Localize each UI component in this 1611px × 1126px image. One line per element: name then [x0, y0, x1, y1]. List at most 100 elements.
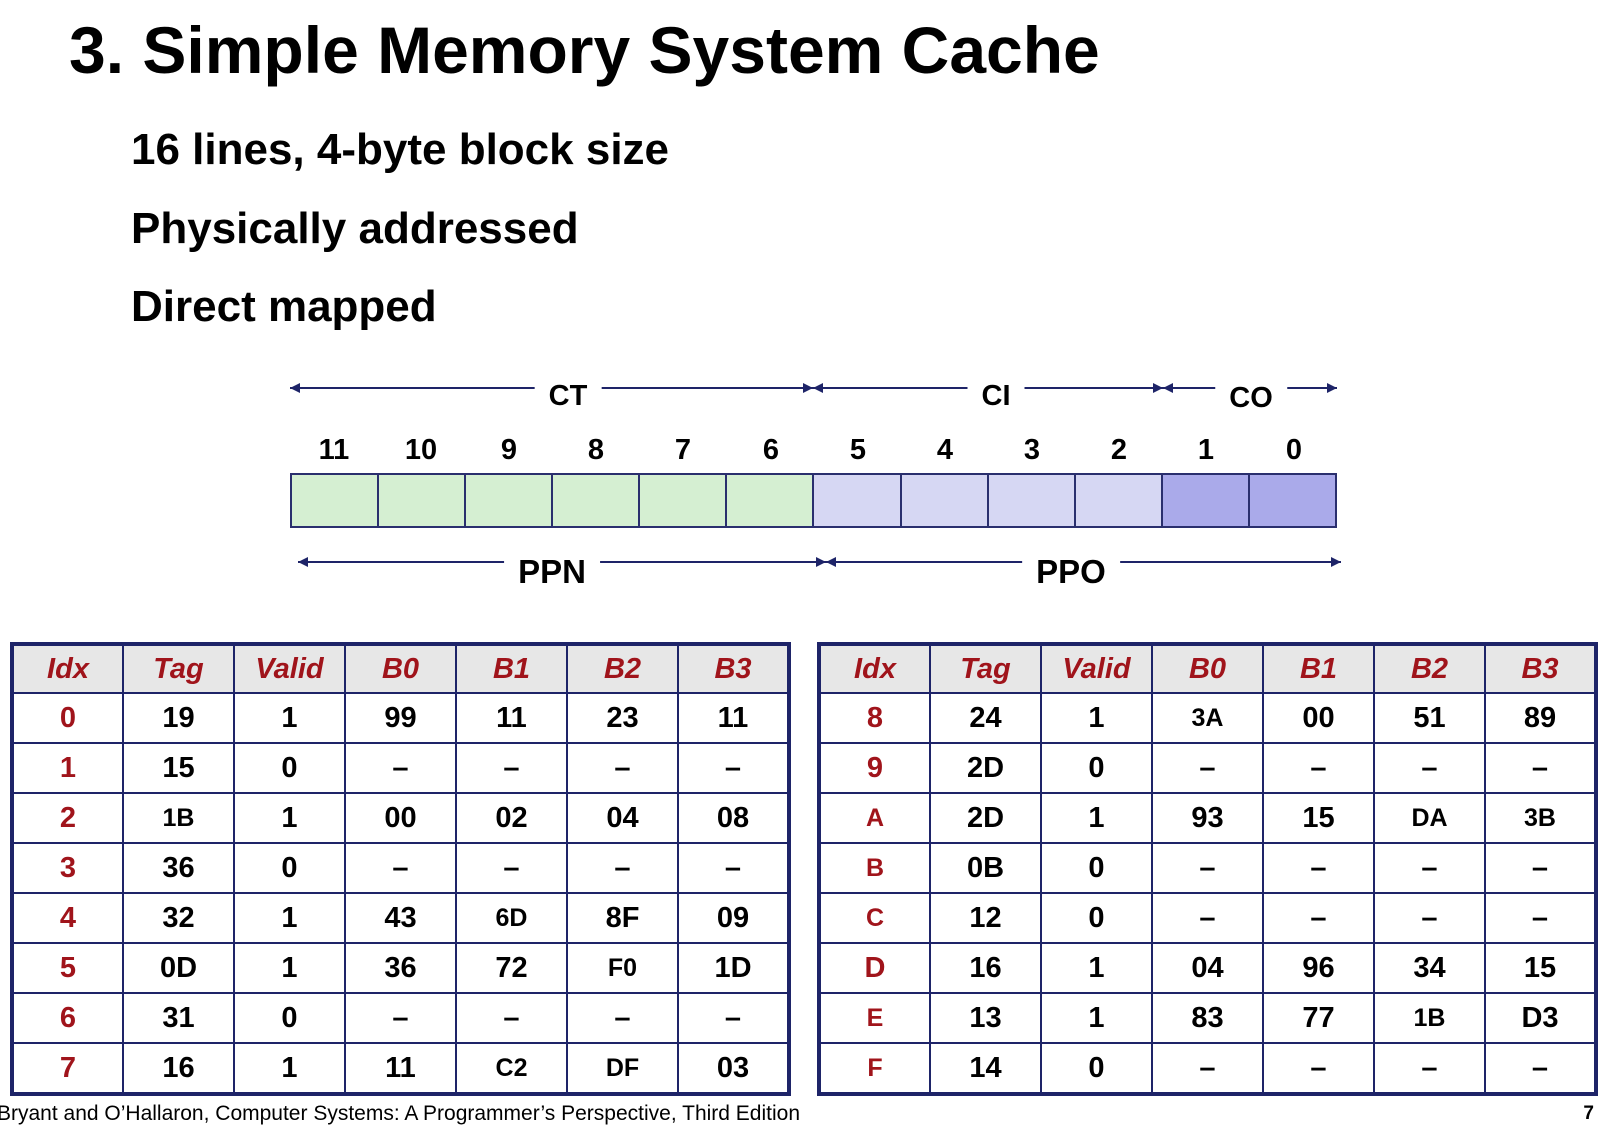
- header-tag: Tag: [929, 643, 1042, 694]
- cell-idx: 7: [11, 1042, 124, 1095]
- cell-b3: 08: [677, 792, 790, 844]
- cell-idx: E: [818, 992, 931, 1044]
- header-tag: Tag: [122, 643, 235, 694]
- ppn-label: PPN: [504, 553, 600, 591]
- cell-idx: 4: [11, 892, 124, 944]
- cell-b1: –: [1262, 742, 1375, 794]
- cell-idx: 2: [11, 792, 124, 844]
- cell-b0: 00: [344, 792, 457, 844]
- cell-tag: 32: [122, 892, 235, 944]
- cell-b2: DA: [1373, 792, 1486, 844]
- cell-b1: –: [1262, 1042, 1375, 1095]
- cell-valid: 0: [1040, 742, 1153, 794]
- cell-b1: 15: [1262, 792, 1375, 844]
- cell-tag: 19: [122, 692, 235, 744]
- cell-tag: 0B: [929, 842, 1042, 894]
- cell-b3: 11: [677, 692, 790, 744]
- bit-cell-10: [379, 475, 467, 526]
- bit-label-11: 11: [318, 434, 350, 466]
- header-idx: Idx: [818, 643, 931, 694]
- bit-cell-4: [901, 475, 989, 526]
- cell-b0: –: [1151, 892, 1264, 944]
- cell-b3: –: [1484, 742, 1597, 794]
- cell-idx: 9: [818, 742, 931, 794]
- cell-valid: 0: [1040, 842, 1153, 894]
- footer-citation: Bryant and O’Hallaron, Computer Systems:…: [0, 1102, 801, 1125]
- cell-b0: 43: [344, 892, 457, 944]
- cell-b1: –: [1262, 892, 1375, 944]
- cell-valid: 0: [233, 742, 346, 794]
- cell-tag: 15: [122, 742, 235, 794]
- bit-label-2: 2: [1110, 434, 1128, 466]
- cell-b0: –: [1151, 742, 1264, 794]
- cell-b0: 83: [1151, 992, 1264, 1044]
- cell-b2: –: [566, 742, 679, 794]
- bit-label-1: 1: [1197, 434, 1215, 466]
- cell-b3: –: [677, 842, 790, 894]
- cell-valid: 0: [1040, 892, 1153, 944]
- cell-tag: 12: [929, 892, 1042, 944]
- bit-label-0: 0: [1285, 434, 1303, 466]
- cell-b2: 51: [1373, 692, 1486, 744]
- bullet-line-size: 16 lines, 4-byte block size: [131, 125, 670, 174]
- cell-idx: 6: [11, 992, 124, 1044]
- cell-idx: D: [818, 942, 931, 994]
- bit-label-9: 9: [500, 434, 518, 466]
- cell-b0: 11: [344, 1042, 457, 1095]
- cell-b1: 02: [455, 792, 568, 844]
- header-b1: B1: [1262, 643, 1375, 694]
- header-b2: B2: [566, 643, 679, 694]
- bit-cell-1: [1162, 475, 1250, 526]
- cell-valid: 1: [233, 692, 346, 744]
- cell-b3: 1D: [677, 942, 790, 994]
- cell-b1: 72: [455, 942, 568, 994]
- co-label: CO: [1215, 381, 1287, 415]
- cell-valid: 0: [233, 992, 346, 1044]
- cell-b0: 3A: [1151, 692, 1264, 744]
- cell-b2: –: [1373, 742, 1486, 794]
- header-valid: Valid: [1040, 643, 1153, 694]
- cell-idx: 1: [11, 742, 124, 794]
- cell-idx: 3: [11, 842, 124, 894]
- cell-b0: 99: [344, 692, 457, 744]
- bit-label-7: 7: [674, 434, 692, 466]
- cell-b1: 6D: [455, 892, 568, 944]
- cell-b0: 04: [1151, 942, 1264, 994]
- cell-valid: 1: [233, 942, 346, 994]
- cell-tag: 36: [122, 842, 235, 894]
- cell-idx: 5: [11, 942, 124, 994]
- cell-b2: –: [1373, 1042, 1486, 1095]
- cell-b1: –: [455, 742, 568, 794]
- cell-idx: F: [818, 1042, 931, 1095]
- cell-b1: 00: [1262, 692, 1375, 744]
- cell-idx: B: [818, 842, 931, 894]
- bit-cell-11: [292, 475, 380, 526]
- header-b0: B0: [344, 643, 457, 694]
- cell-tag: 2D: [929, 742, 1042, 794]
- cell-tag: 1B: [122, 792, 235, 844]
- bit-cell-5: [814, 475, 902, 526]
- cell-b2: –: [1373, 842, 1486, 894]
- cell-idx: C: [818, 892, 931, 944]
- cell-b0: –: [344, 742, 457, 794]
- cell-b0: –: [1151, 842, 1264, 894]
- bit-label-10: 10: [404, 434, 438, 466]
- cell-tag: 24: [929, 692, 1042, 744]
- cell-b3: 15: [1484, 942, 1597, 994]
- page-number: 7: [1583, 1103, 1594, 1124]
- cell-b1: –: [1262, 842, 1375, 894]
- header-b2: B2: [1373, 643, 1486, 694]
- header-b3: B3: [677, 643, 790, 694]
- cell-b3: 09: [677, 892, 790, 944]
- header-b0: B0: [1151, 643, 1264, 694]
- cell-b1: 11: [455, 692, 568, 744]
